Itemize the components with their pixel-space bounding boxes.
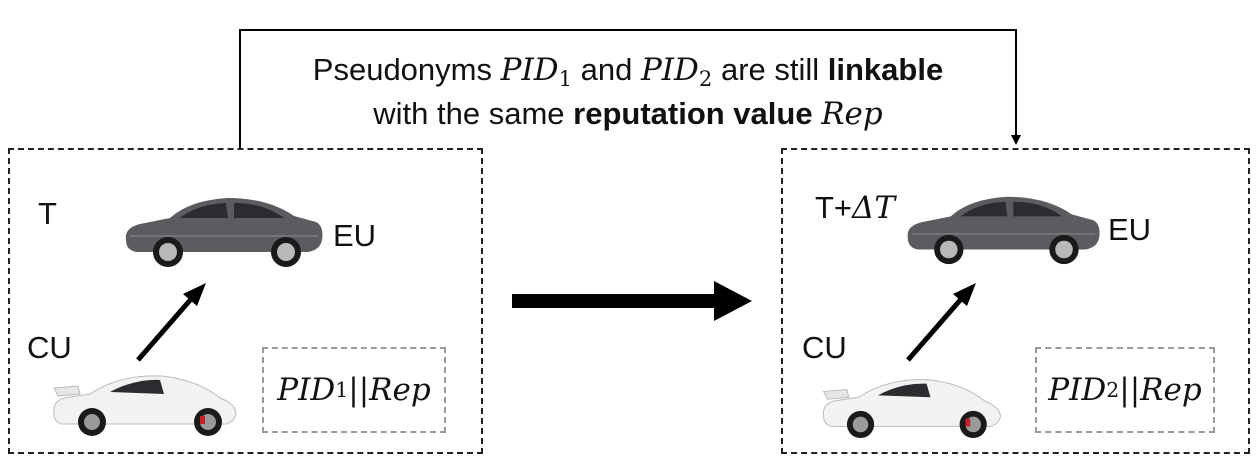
eu-label-right: EU xyxy=(1108,212,1152,247)
linkable-word: linkable xyxy=(827,52,944,87)
caption-with: with the same xyxy=(373,96,574,131)
cu-label-left: CU xyxy=(27,330,72,365)
pid2-symbol: PID2 xyxy=(640,52,713,91)
cu-sportscar-right xyxy=(822,379,1001,439)
caption-text: Pseudonyms xyxy=(312,52,501,87)
cu-sportscar-left xyxy=(53,375,237,436)
caption-line-1: Pseudonyms PID1 and PID2 are still linka… xyxy=(240,48,1016,101)
rep-symbol: Rep xyxy=(821,96,883,132)
caption-are: are still xyxy=(712,52,828,87)
eu-label-left: EU xyxy=(333,218,377,253)
caption-and: and xyxy=(572,52,641,87)
eu-sedan-left xyxy=(125,198,323,267)
link-bracket xyxy=(239,29,1021,148)
transition-arrow xyxy=(512,281,752,321)
pid1-symbol: PID1 xyxy=(500,52,572,91)
caption-line-2: with the same reputation value Rep xyxy=(240,92,1016,136)
scene-time-t xyxy=(8,148,483,454)
caption: Pseudonyms PID1 and PID2 are still linka… xyxy=(240,0,1016,140)
eu-sedan-right xyxy=(907,196,1100,265)
scene-time-t-delta xyxy=(781,148,1250,454)
cu-label-right: CU xyxy=(802,330,847,365)
time-label-t: T xyxy=(38,196,57,231)
time-label-t-delta: T+ΔT xyxy=(815,190,896,226)
reputation-value-word: reputation value xyxy=(573,96,813,131)
